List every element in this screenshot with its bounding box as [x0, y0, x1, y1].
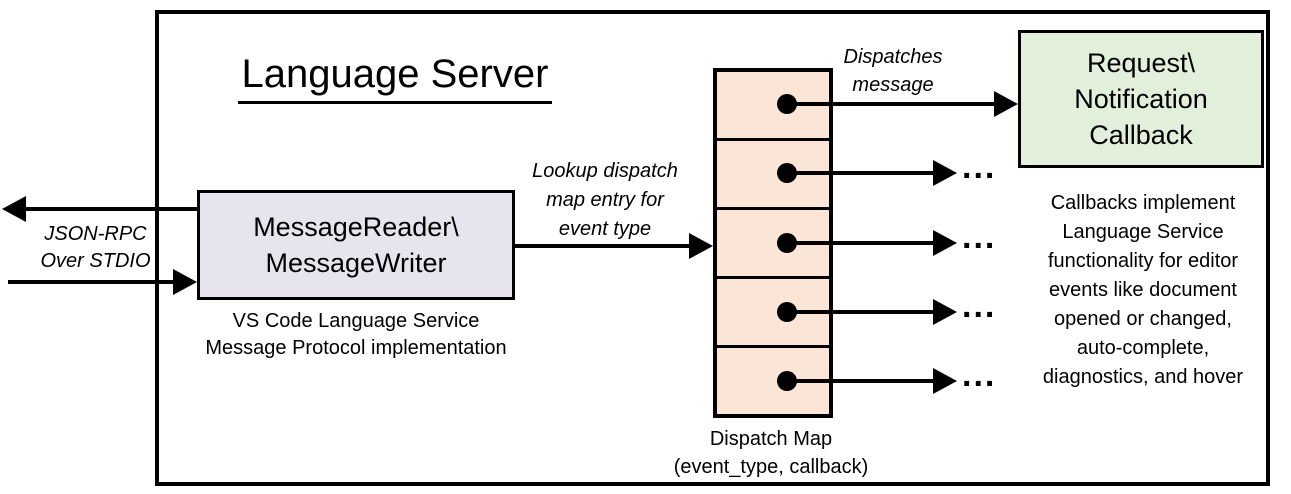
stdio-output-arrow-line	[24, 207, 197, 211]
dispatch-arrow-line-5	[787, 379, 935, 383]
lookup-label: Lookup dispatch map entry for event type	[500, 157, 710, 244]
request-notification-callback-box: Request\ Notification Callback	[1018, 30, 1264, 168]
message-writer-line: MessageWriter	[265, 248, 447, 278]
dispatches-label-line1: Dispatches	[843, 46, 943, 68]
stdio-label-line1: JSON-RPC	[44, 223, 147, 245]
message-rw-caption: VS Code Language Service Message Protoco…	[156, 308, 556, 362]
dispatch-map-caption-line1: Dispatch Map	[709, 428, 833, 450]
more-callbacks-ellipsis: ...	[962, 356, 997, 394]
callbacks-note-line: Callbacks implement	[1050, 192, 1236, 214]
page-title: Language Server	[230, 52, 560, 104]
callbacks-note-line: Language Service	[1062, 221, 1224, 243]
message-reader-writer-box: MessageReader\ MessageWriter	[197, 190, 515, 300]
lookup-arrow-line	[515, 244, 691, 248]
arrowhead-right-icon	[994, 91, 1018, 117]
dispatches-label-line2: message	[852, 74, 934, 96]
lookup-label-line2: map entry for	[546, 189, 664, 211]
arrowhead-right-icon	[933, 160, 957, 186]
lookup-label-line1: Lookup dispatch	[532, 160, 678, 182]
dispatch-arrow-line-4	[787, 310, 935, 314]
dispatch-map-caption: Dispatch Map (event_type, callback)	[656, 425, 886, 481]
message-reader-line: MessageReader\	[253, 212, 459, 242]
message-rw-caption-line1: VS Code Language Service	[232, 310, 480, 332]
callbacks-note-line: auto-complete,	[1076, 337, 1210, 359]
callbacks-note-line: events like document	[1049, 279, 1237, 301]
more-callbacks-ellipsis: ...	[962, 287, 997, 325]
dispatch-arrow-line-2	[787, 171, 935, 175]
callback-box-line1: Request\	[1086, 48, 1196, 78]
stdio-label-line2: Over STDIO	[40, 250, 151, 272]
stdio-label: JSON-RPC Over STDIO	[18, 221, 173, 275]
dispatch-arrow-line-1	[787, 102, 996, 106]
message-rw-caption-line2: Message Protocol implementation	[205, 337, 507, 359]
more-callbacks-ellipsis: ...	[962, 218, 997, 256]
page-title-text: Language Server	[237, 52, 553, 104]
arrowhead-right-icon	[173, 269, 197, 295]
callback-box-line3: Callback	[1089, 120, 1193, 150]
arrowhead-right-icon	[933, 368, 957, 394]
language-server-boundary-box	[155, 10, 1270, 486]
more-callbacks-ellipsis: ...	[962, 148, 997, 186]
dispatch-arrow-line-3	[787, 241, 935, 245]
arrowhead-left-icon	[2, 196, 26, 222]
dispatch-map-cell	[717, 345, 829, 414]
lookup-label-line3: event type	[558, 218, 652, 240]
dispatch-map-cell	[717, 276, 829, 345]
stdio-input-arrow-line	[8, 280, 174, 284]
arrowhead-right-icon	[689, 233, 713, 259]
callbacks-note-line: opened or changed,	[1054, 308, 1232, 330]
callbacks-note-line: functionality for editor	[1047, 250, 1239, 272]
callback-box-line2: Notification	[1074, 84, 1208, 114]
dispatches-message-label: Dispatches message	[823, 43, 963, 99]
arrowhead-right-icon	[933, 299, 957, 325]
dispatch-map-cell	[717, 207, 829, 276]
dispatch-map-caption-line2: (event_type, callback)	[673, 456, 869, 478]
arrowhead-right-icon	[933, 230, 957, 256]
callbacks-note-line: diagnostics, and hover	[1042, 366, 1244, 388]
dispatch-map-cell	[717, 138, 829, 207]
callbacks-note: Callbacks implement Language Service fun…	[1008, 189, 1278, 392]
